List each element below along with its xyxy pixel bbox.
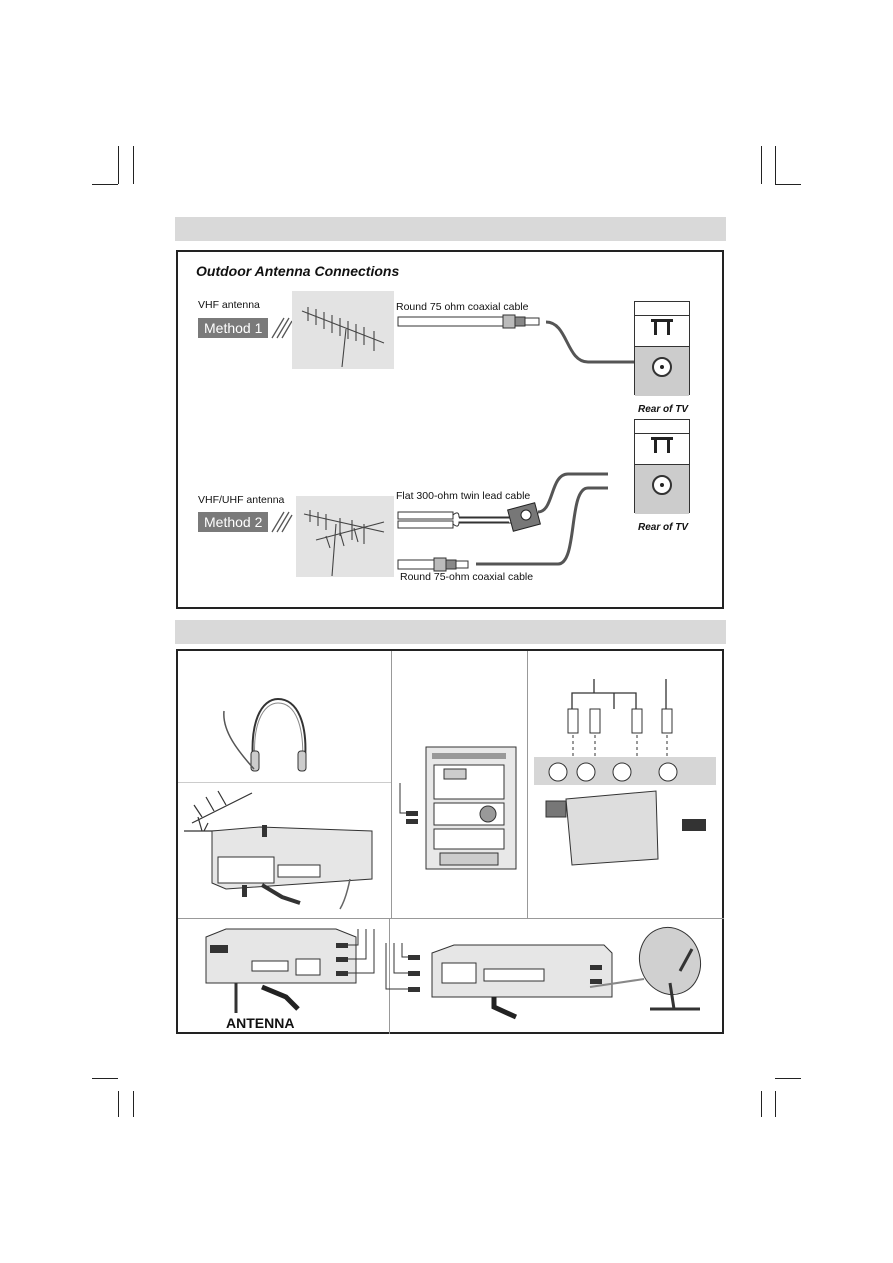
vcr-icon xyxy=(205,928,375,1013)
headphones-icon xyxy=(223,697,307,772)
crop-mark-tr-v1 xyxy=(761,146,762,184)
vhf-uhf-antenna-label: VHF/UHF antenna xyxy=(198,494,285,506)
vhf-antenna-label: VHF antenna xyxy=(198,299,260,311)
antenna-vcr-diagram xyxy=(184,790,373,910)
crop-mark-br-h xyxy=(775,1078,801,1079)
method1-coax-cable xyxy=(397,314,638,364)
section2-header-bar xyxy=(175,620,726,644)
crop-mark-bl-v1 xyxy=(118,1091,119,1117)
rear-of-tv-panel-2 xyxy=(634,419,690,514)
crop-mark-bl-v2 xyxy=(133,1091,134,1117)
crop-mark-tl-v1 xyxy=(118,146,119,184)
external-equipment-panel: ANTENNA xyxy=(176,649,724,1034)
twin-lead-cable-label: Flat 300-ohm twin lead cable xyxy=(396,490,531,502)
antenna-symbol-icon-2 xyxy=(651,437,673,440)
method1-badge-stripes xyxy=(271,317,293,339)
crop-mark-tr-h xyxy=(775,184,801,185)
yagi-antenna-icon xyxy=(301,307,385,368)
round-75ohm-coax-label-2: Round 75-ohm coaxial cable xyxy=(400,571,534,583)
rear-of-tv-label-2: Rear of TV xyxy=(638,522,689,533)
balun-transformer-icon xyxy=(507,502,541,532)
crop-mark-tl-v2 xyxy=(133,146,134,184)
round-75ohm-cable-label: Round 75 ohm coaxial cable xyxy=(396,301,529,313)
section1-header-bar xyxy=(175,217,726,241)
crop-mark-tl-h xyxy=(92,184,118,185)
method2-badge-stripes xyxy=(271,511,293,533)
crop-mark-br-v1 xyxy=(761,1091,762,1117)
vhf-uhf-antenna-photo xyxy=(296,496,394,577)
outdoor-antenna-panel: Outdoor Antenna Connections VHF antenna … xyxy=(176,250,724,609)
rear-of-tv-label-1: Rear of TV xyxy=(638,404,689,415)
crop-mark-br-v2 xyxy=(775,1091,776,1117)
hifi-stereo-icon xyxy=(399,746,517,870)
method1-badge: Method 1 xyxy=(198,318,268,338)
satellite-dish-icon xyxy=(589,926,701,1011)
crop-mark-bl-h xyxy=(92,1078,118,1079)
antenna-symbol-icon xyxy=(651,319,673,322)
camcorder-icon xyxy=(534,679,716,866)
antenna-label: ANTENNA xyxy=(226,1015,295,1031)
satellite-receiver-icon xyxy=(385,943,613,1020)
method2-badge: Method 2 xyxy=(198,512,268,532)
vhf-uhf-antenna-icon xyxy=(303,510,385,577)
method2-cables xyxy=(397,472,608,572)
rear-of-tv-panel-1 xyxy=(634,301,690,396)
crop-mark-tr-v2 xyxy=(775,146,776,184)
outdoor-antenna-heading: Outdoor Antenna Connections xyxy=(196,263,400,279)
